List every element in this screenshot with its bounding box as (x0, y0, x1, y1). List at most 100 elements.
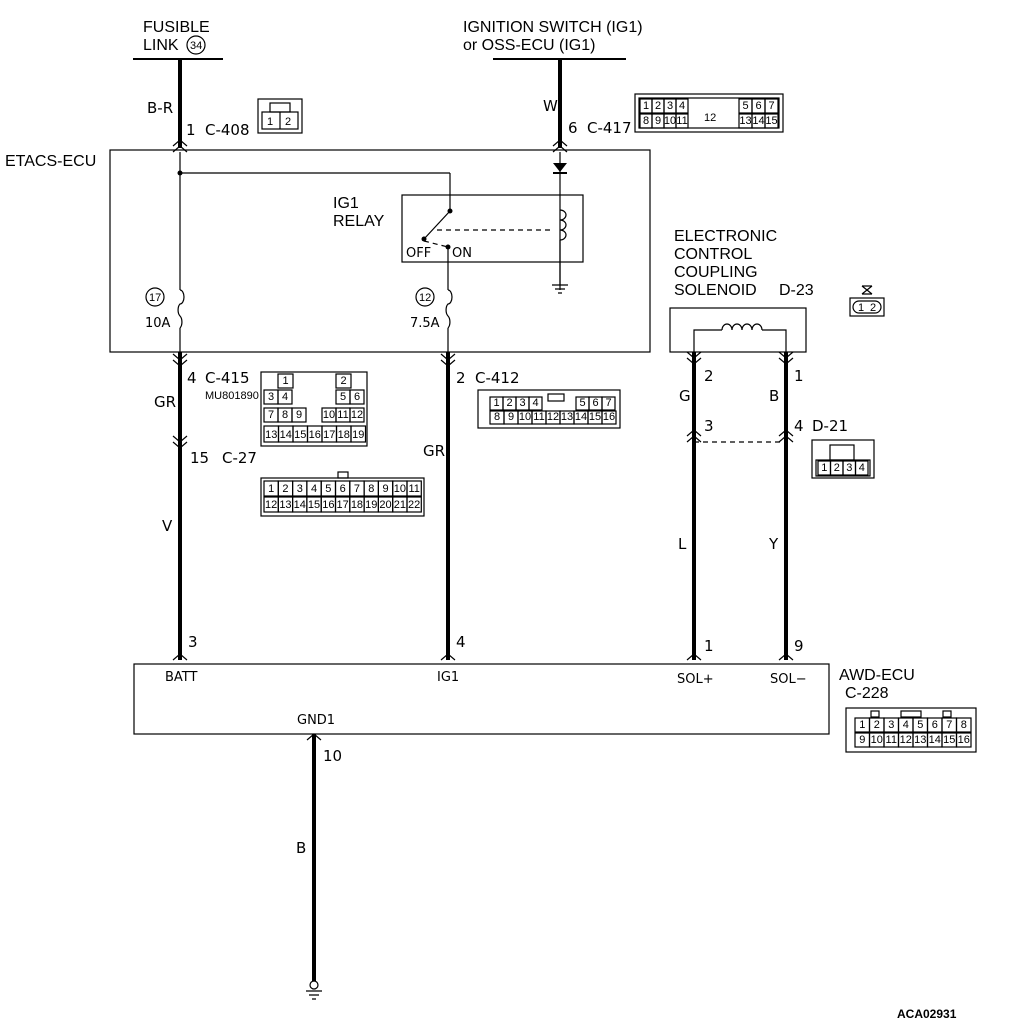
svg-text:OFF: OFF (406, 246, 431, 261)
connector-pin-number: 14 (294, 499, 306, 511)
connector-pin-number: 10 (394, 483, 406, 495)
connector-pin-number: 4 (903, 719, 909, 731)
ground-icon (552, 284, 568, 294)
connector-pin-number: 2 (834, 462, 840, 474)
wire-label-l: L (678, 535, 687, 553)
connector-pin-number: 1 (859, 719, 865, 731)
connector-pin-number: 4 (679, 100, 685, 112)
connector-pin-number: 11 (886, 734, 897, 746)
connector-mark (172, 435, 188, 449)
wire-label-gr2: GR (423, 442, 445, 460)
svg-text:COUPLING: COUPLING (674, 264, 758, 281)
connector-pin-number: 12 (265, 499, 277, 511)
svg-text:SOL+: SOL+ (677, 672, 714, 687)
connector-mark (552, 139, 568, 153)
connector-pin-number: 3 (888, 719, 894, 731)
fuse-12-icon (445, 289, 453, 329)
connector-pin-number: 16 (322, 499, 334, 511)
connector-pin-number: 19 (352, 429, 364, 441)
connector-pin-number: 2 (282, 483, 288, 495)
connector-pin-number: 22 (408, 499, 420, 511)
connector-pin-number: 14 (280, 429, 292, 441)
wire-label-w: W (543, 97, 558, 115)
svg-text:4: 4 (456, 633, 466, 651)
connector-cell (277, 373, 294, 389)
connector-pin-number: 11 (408, 483, 419, 495)
svg-text:SOLENOID: SOLENOID (674, 282, 757, 299)
connector-pin-number: 1 (493, 397, 499, 409)
connector-cell (955, 717, 972, 733)
connector-pin-number: 1 (268, 483, 274, 495)
connector-cell (335, 373, 352, 389)
wire-label-b2: B (296, 839, 306, 857)
connector-pin-number: 4 (532, 397, 538, 409)
connector-pin-number: 2 (340, 375, 346, 387)
svg-text:RELAY: RELAY (333, 213, 385, 230)
connector-pin-number: 14 (752, 115, 764, 127)
connector-code-c417: C-417 (587, 119, 632, 137)
connector-pin-number: 17 (323, 429, 335, 441)
connector-pin-number: 20 (379, 499, 391, 511)
connector-cell (277, 389, 293, 405)
svg-text:6: 6 (568, 119, 578, 137)
connector-cell (291, 407, 307, 423)
solenoid-box (669, 307, 807, 353)
svg-text:1: 1 (267, 116, 273, 128)
svg-text:MU801890: MU801890 (205, 390, 259, 402)
connector-pin-number: 15 (943, 734, 955, 746)
svg-text:7.5A: 7.5A (410, 316, 440, 331)
connector-pin-number: 16 (603, 411, 615, 423)
connector-pin-number: 3 (297, 483, 303, 495)
connector-code-c408: C-408 (205, 121, 250, 139)
svg-text:SOL−: SOL− (770, 672, 807, 687)
ground-icon (306, 980, 322, 1000)
svg-text:ELECTRONIC: ELECTRONIC (674, 228, 777, 245)
connector-pin-number: 2 (655, 100, 661, 112)
connector-pin-number: 6 (340, 483, 346, 495)
svg-text:3: 3 (704, 417, 714, 435)
connector-pin-number: 8 (643, 115, 649, 127)
connector-mark (778, 429, 794, 443)
svg-text:LINK: LINK (143, 37, 179, 54)
connector-pin-number: 7 (354, 483, 360, 495)
connector-pin-number: 4 (311, 483, 317, 495)
svg-text:15: 15 (190, 449, 209, 467)
connector-code-c415: C-415 (205, 369, 250, 387)
connector-pin-number: 1 (282, 375, 288, 387)
svg-text:2: 2 (704, 367, 714, 385)
connector-cell (764, 98, 779, 114)
svg-text:ON: ON (452, 246, 472, 261)
relay-switch-arm (423, 210, 451, 240)
solenoid-coil-icon (721, 323, 763, 331)
connector-code-c27: C-27 (222, 449, 257, 467)
connector-cell (350, 425, 367, 443)
svg-text:12: 12 (704, 112, 716, 124)
svg-text:IG1: IG1 (437, 670, 459, 685)
svg-text:CONTROL: CONTROL (674, 246, 752, 263)
wire-label-gr: GR (154, 393, 176, 411)
connector-mark (172, 653, 188, 661)
figure-code: ACA02931 (897, 1007, 957, 1021)
svg-text:BATT: BATT (165, 670, 198, 685)
fuse-number-circle (186, 35, 206, 55)
connector-cell (349, 407, 365, 423)
connector-pin-number: 10 (664, 115, 676, 127)
connector-pin-number: 15 (308, 499, 320, 511)
svg-text:2: 2 (870, 302, 876, 314)
connector-c408-face: 1 2 (257, 98, 303, 134)
fuse-17-icon (177, 289, 185, 329)
connector-pin-number: 8 (282, 409, 288, 421)
connector-pin-number: 4 (859, 462, 865, 474)
connector-mark (172, 139, 188, 153)
connector-pin-number: 11 (337, 409, 348, 421)
connector-pin-number: 16 (309, 429, 321, 441)
connector-pin-number: 14 (929, 734, 941, 746)
connector-cell (764, 113, 779, 129)
connector-pin-number: 15 (589, 411, 601, 423)
connector-pin-number: 12 (351, 409, 363, 421)
svg-text:3: 3 (188, 633, 198, 651)
solenoid-label: ELECTRONIC CONTROL COUPLING SOLENOID D-2… (674, 228, 814, 299)
svg-text:4: 4 (794, 417, 804, 435)
